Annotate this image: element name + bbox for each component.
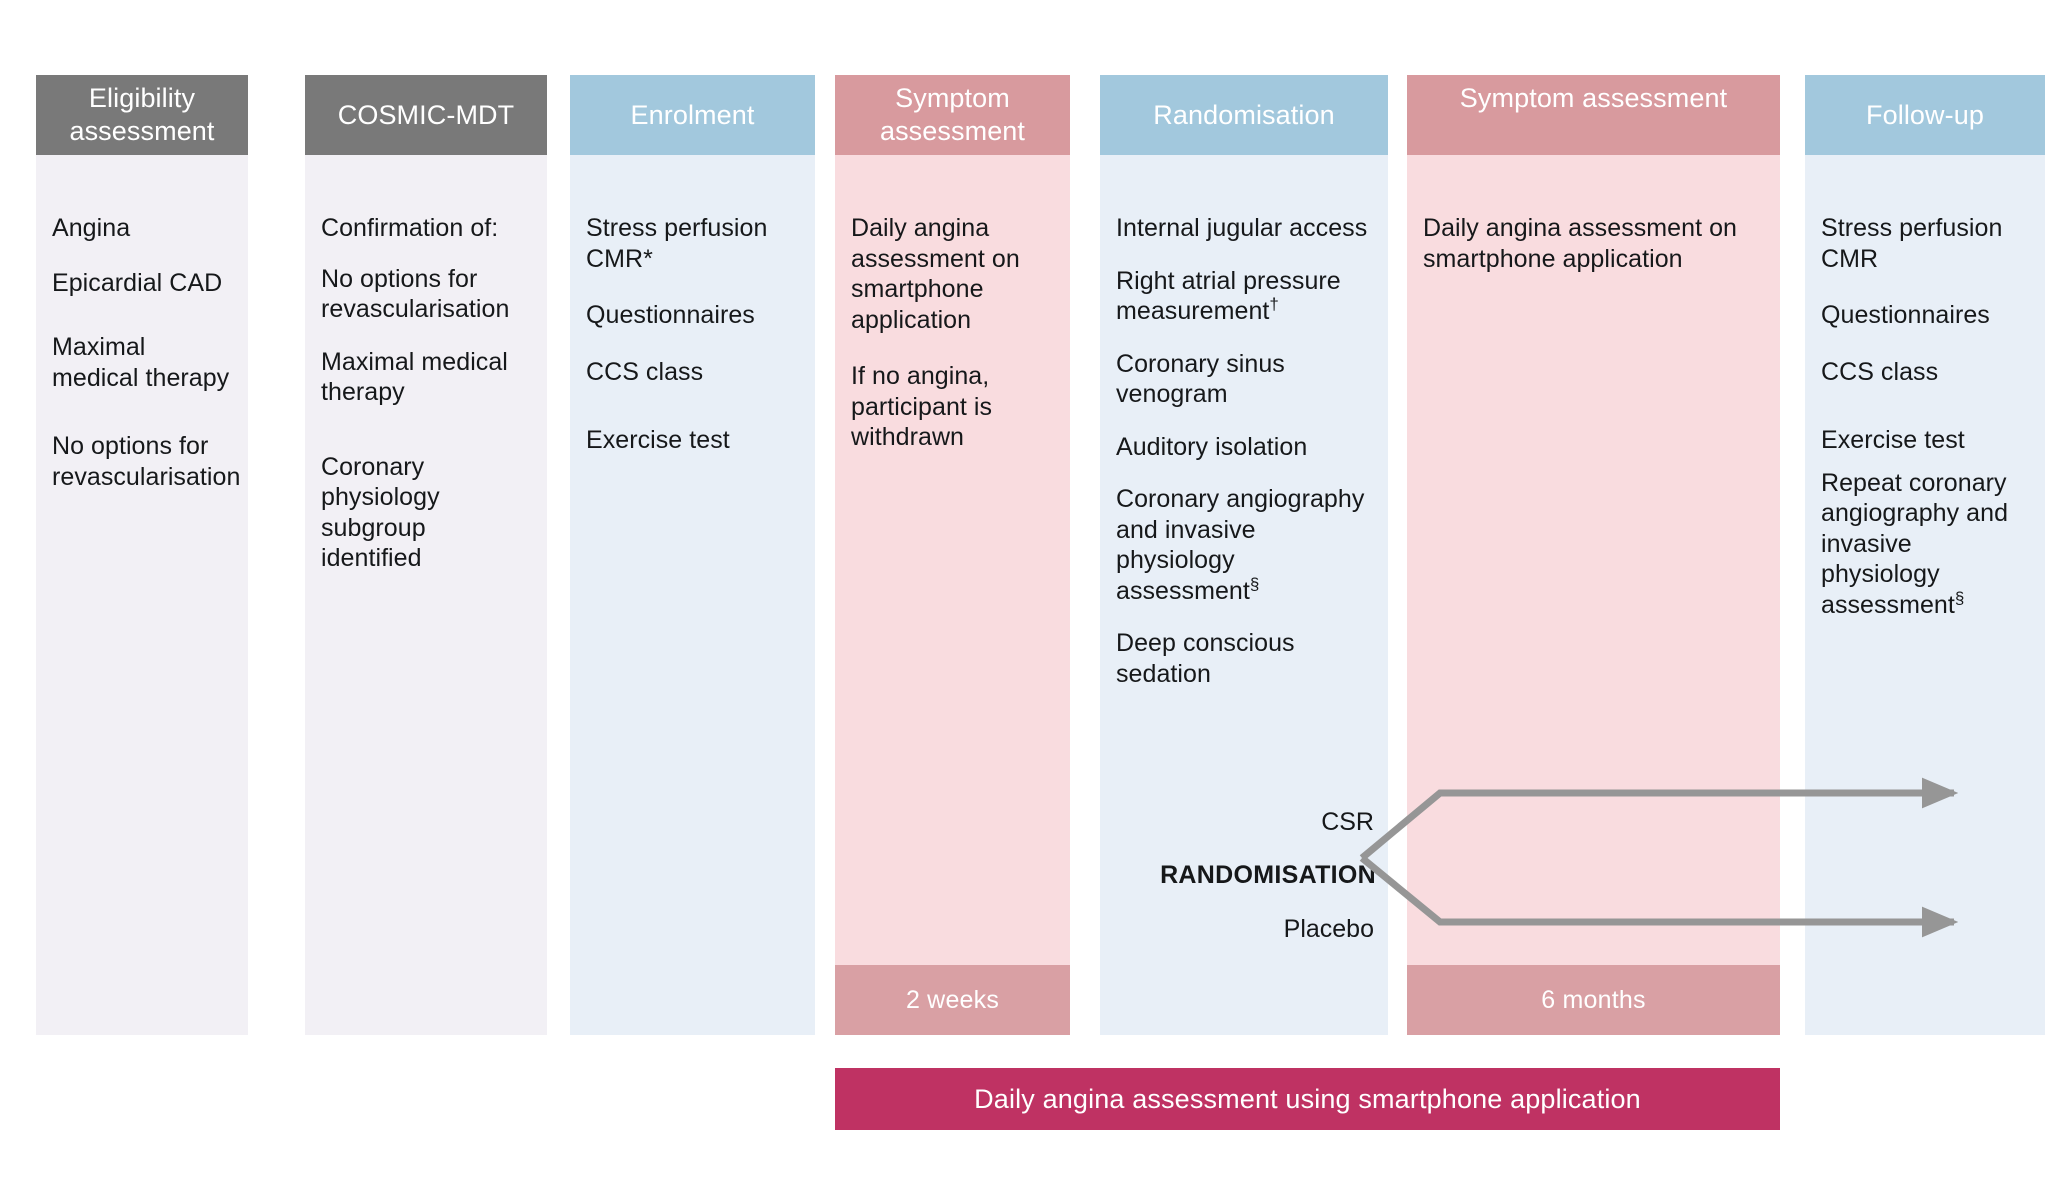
list-item: Daily angina assessment on smartphone ap… [851,214,1020,334]
list-item-text: Repeat coronary angiography and invasive… [1821,468,2009,619]
dagger-footnote-marker: † [1269,294,1279,314]
list-item: Exercise test [1821,426,1965,454]
list-item: Coronary angiography and invasive physio… [1116,484,1372,606]
list-item-text: Right atrial pressure measurement [1116,266,1341,326]
column-header-symptom-assessment-1: Symptom assessment [835,75,1070,155]
column-header-enrolment: Enrolment [570,75,815,155]
column-body-enrolment: Stress perfusion CMR* Questionnaires CCS… [570,155,815,1035]
column-header-symptom-assessment-2: Symptom assessment [1407,75,1780,155]
randomisation-label: RANDOMISATION [1160,861,1376,889]
list-item-text: Coronary angiography and invasive physio… [1116,485,1365,605]
column-symptom-assessment-2: Symptom assessment Daily angina assessme… [1407,75,1780,1035]
list-item: CCS class [1821,357,1939,386]
duration-bar-2-weeks: 2 weeks [835,965,1070,1035]
list-item: Exercise test [586,426,730,454]
list-item: Stress perfusion CMR [1821,214,2003,273]
list-item: Stress perfusion CMR* [586,213,799,274]
list-item: Internal jugular access [1116,214,1368,242]
list-item-text: Stress perfusion CMR* [586,214,768,273]
column-follow-up: Follow-up Stress perfusion CMR Questionn… [1805,75,2045,1035]
list-item: Epicardial CAD [52,268,223,297]
list-item: Coronary physiology subgroup identified [321,452,440,573]
column-header-eligibility-assessment: Eligibility assessment [36,75,248,155]
column-body-cosmic-mdt: Confirmation of: No options for revascul… [305,155,547,1035]
arm-label-placebo: Placebo [1283,915,1374,943]
list-item: Questionnaires [1821,301,1990,329]
column-header-follow-up: Follow-up [1805,75,2045,155]
list-item: Deep conscious sedation [1116,629,1295,688]
column-body-follow-up: Stress perfusion CMR Questionnaires CCS … [1805,155,2045,1035]
arm-label-csr: CSR [1321,808,1374,836]
column-randomisation: Randomisation Internal jugular access Ri… [1100,75,1388,1035]
bottom-banner: Daily angina assessment using smartphone… [835,1068,1780,1130]
column-body-randomisation: Internal jugular access Right atrial pre… [1100,155,1388,1035]
list-item: Confirmation of: [321,214,499,242]
list-item: Repeat coronary angiography and invasive… [1821,468,2029,621]
list-item: Questionnaires [586,301,755,329]
section-footnote-marker: § [1249,574,1260,594]
section-footnote-marker: § [1954,588,1965,608]
list-item: Auditory isolation [1116,432,1308,461]
list-item: Coronary sinus venogram [1116,349,1285,409]
list-item: If no angina, participant is withdrawn [851,362,993,451]
list-item: Maximal medical therapy [52,333,230,392]
list-item: No options for revascularisation [52,432,241,491]
duration-bar-6-months: 6 months [1407,965,1780,1035]
column-body-symptom-assessment-2: Daily angina assessment on smartphone ap… [1407,155,1780,1035]
list-item: No options for revascularisation [321,264,510,324]
list-item: Angina [52,214,131,242]
list-item: Daily angina assessment on smartphone ap… [1423,214,1737,273]
column-body-symptom-assessment-1: Daily angina assessment on smartphone ap… [835,155,1070,1035]
column-body-eligibility-assessment: Angina Epicardial CAD Maximal medical th… [36,155,248,1035]
list-item: Right atrial pressure measurement† [1116,266,1372,327]
column-symptom-assessment-1: Symptom assessment Daily angina assessme… [835,75,1070,1035]
list-item: Maximal medical therapy [321,347,508,407]
column-header-cosmic-mdt: COSMIC-MDT [305,75,547,155]
list-item: CCS class [586,357,704,386]
column-header-randomisation: Randomisation [1100,75,1388,155]
column-eligibility-assessment: Eligibility assessment Angina Epicardial… [36,75,248,1035]
column-enrolment: Enrolment Stress perfusion CMR* Question… [570,75,815,1035]
column-cosmic-mdt: COSMIC-MDT Confirmation of: No options f… [305,75,547,1035]
